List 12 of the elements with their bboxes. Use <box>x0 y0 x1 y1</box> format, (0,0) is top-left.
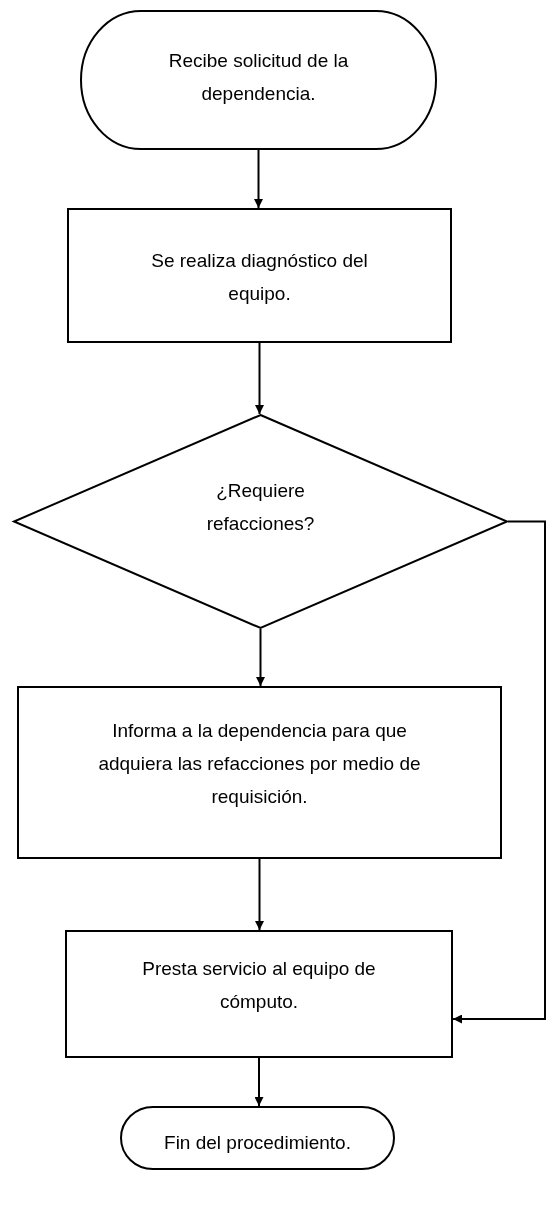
node-text: Informa a la dependencia para que adquiera las refacciones por medio de requisición. <box>97 719 422 809</box>
node-text: ¿Requiere refacciones? <box>205 479 316 536</box>
arrow <box>255 858 264 931</box>
arrow <box>452 520 546 1024</box>
arrow <box>256 628 265 687</box>
node-text: Presta servicio al equipo de cómputo. <box>141 957 377 1014</box>
arrow <box>254 149 263 209</box>
arrow <box>254 1057 264 1107</box>
node-text: Se realiza diagnóstico del equipo. <box>150 249 369 306</box>
arrow <box>255 342 264 415</box>
node-text: Fin del procedimiento. <box>163 1131 352 1155</box>
node-text: Recibe solicitud de la dependencia. <box>167 49 350 106</box>
